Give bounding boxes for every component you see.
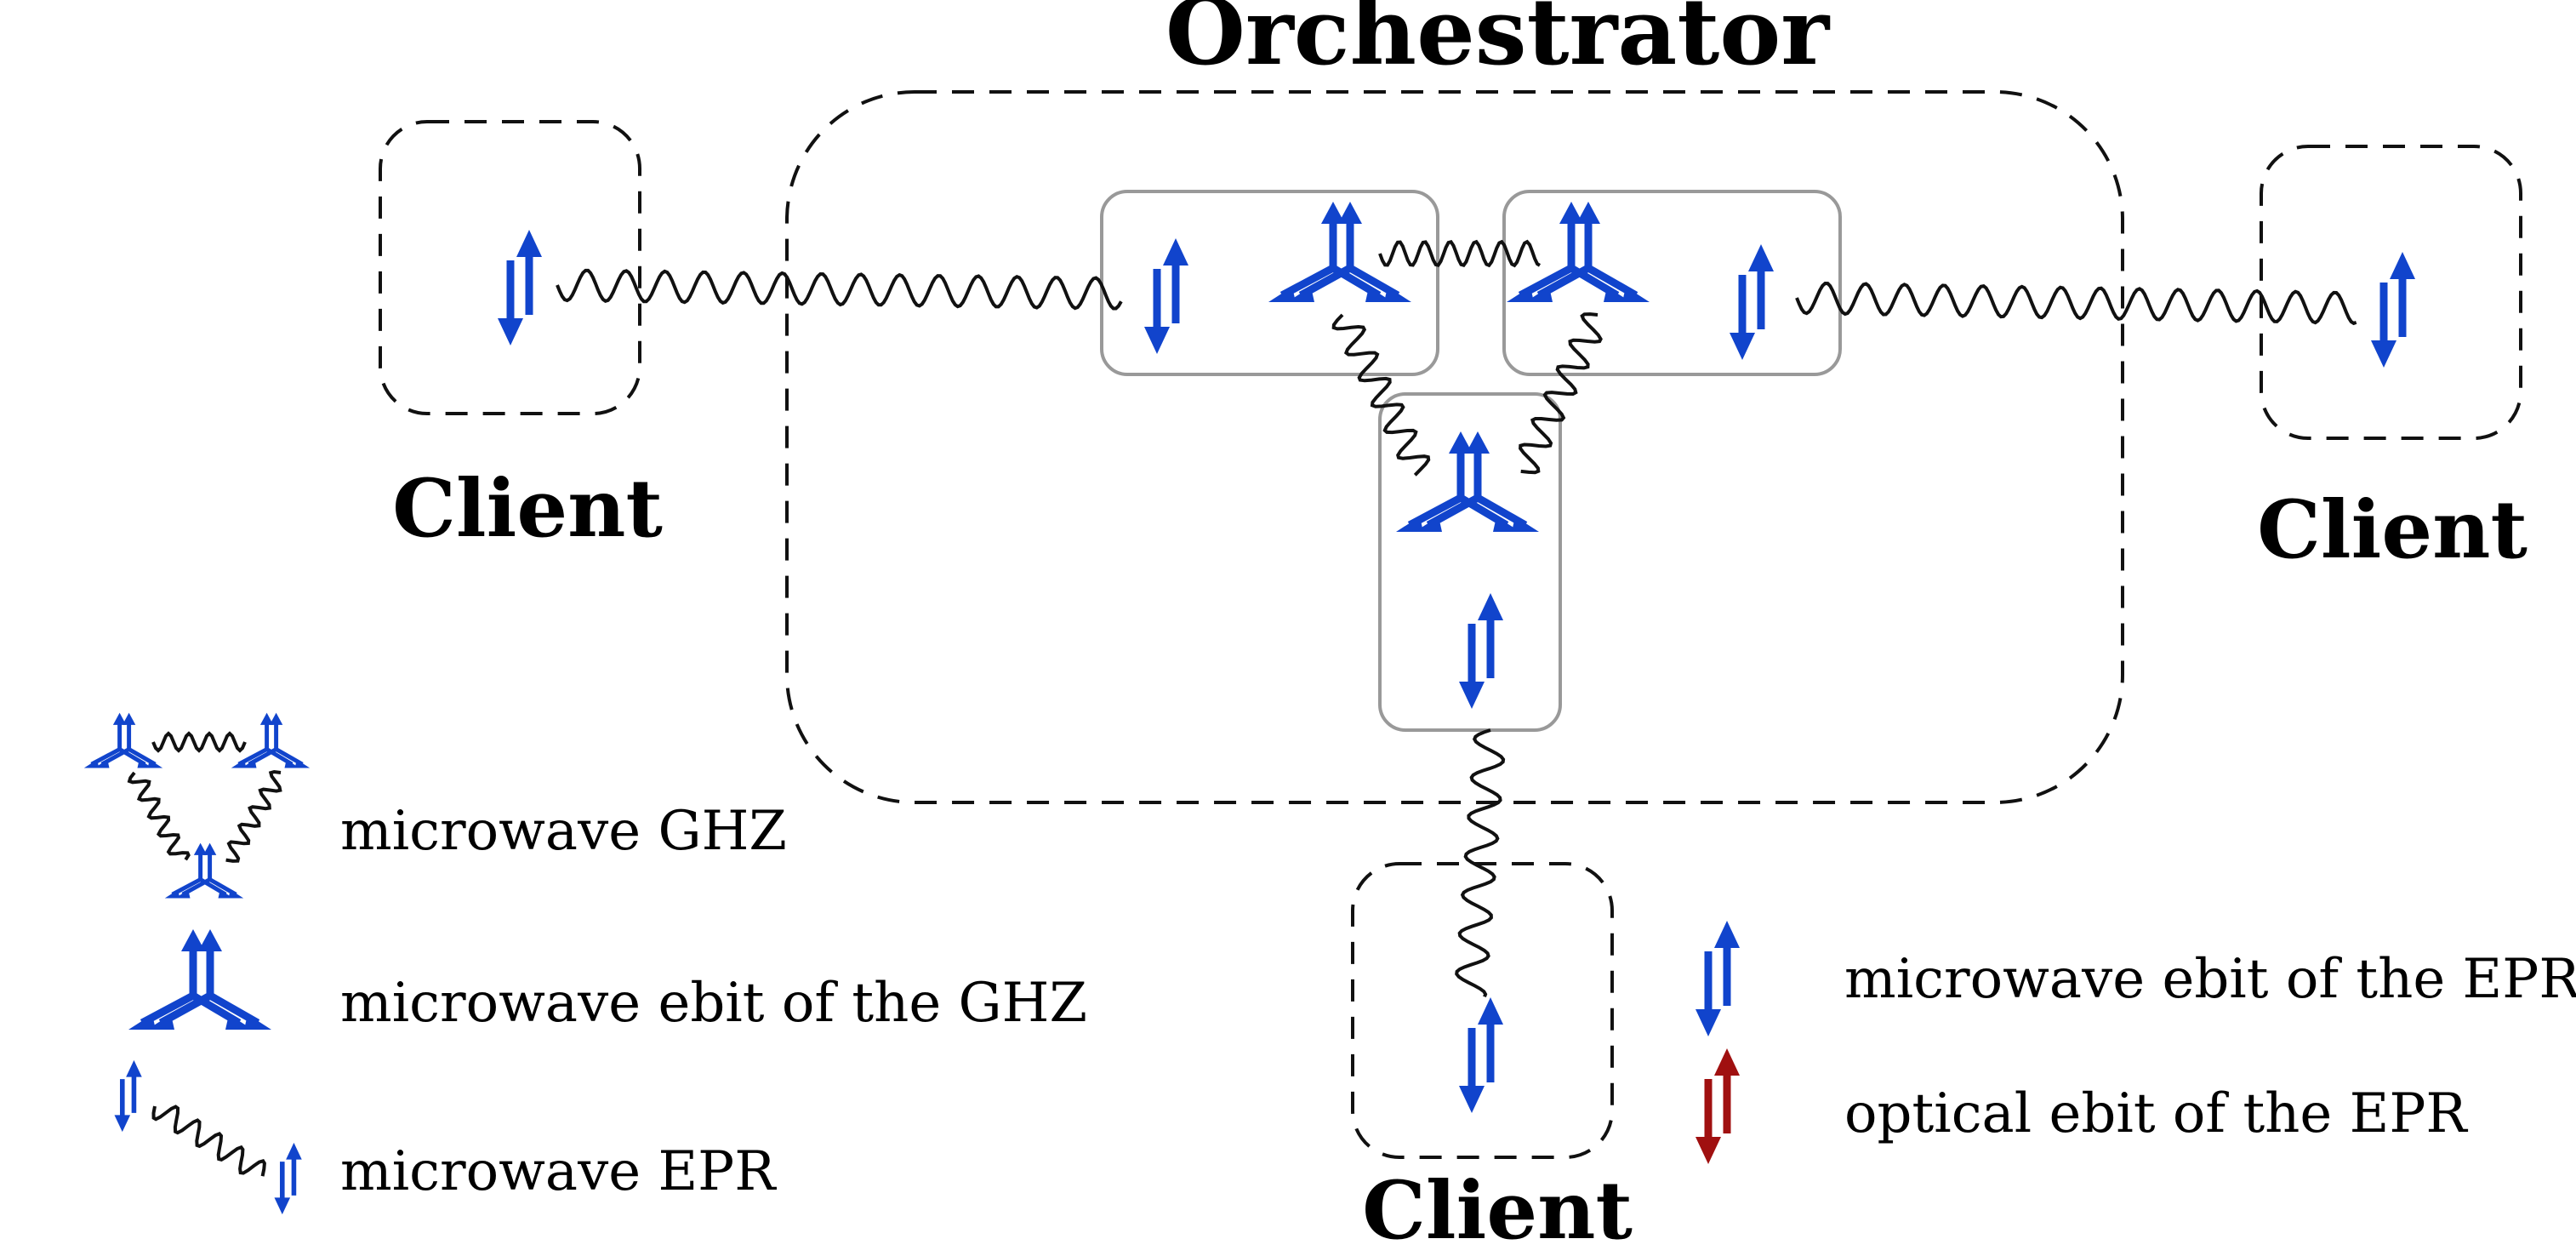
legend-epr-ebit-icon bbox=[1695, 921, 1740, 1036]
legend-ghz-star-top-right bbox=[231, 713, 310, 768]
link-ghz-left-bottom bbox=[1331, 313, 1431, 477]
legend-link-epr bbox=[151, 1105, 266, 1177]
epr-ebit-icon-node-bottom bbox=[1459, 593, 1503, 709]
legend-epr-pair-right-icon bbox=[275, 1143, 302, 1214]
legend-epr-pair-left-icon bbox=[115, 1060, 142, 1132]
epr-ebit-icon-client-bottom bbox=[1459, 997, 1503, 1113]
legend-link-ghz-left bbox=[127, 771, 191, 861]
client-region-left bbox=[379, 120, 641, 415]
link-ghz-top bbox=[1378, 239, 1542, 268]
legend-ghz-label: microwave GHZ bbox=[340, 800, 787, 863]
client-label-right: Client bbox=[2257, 483, 2528, 577]
client-region-right bbox=[2260, 145, 2522, 440]
orchestrator-title: Orchestrator bbox=[1165, 0, 1831, 86]
node-box-right bbox=[1502, 190, 1842, 376]
entanglement-links bbox=[127, 239, 2357, 1177]
legend-ghz-ebit-label: microwave ebit of the GHZ bbox=[340, 972, 1087, 1035]
legend-optical-ebit-icon bbox=[1695, 1048, 1740, 1164]
legend-optical-ebit-label: optical ebit of the EPR bbox=[1844, 1082, 2468, 1145]
epr-ebit-icon-client-left bbox=[498, 230, 542, 345]
epr-ebit-icon-client-right bbox=[2371, 252, 2415, 368]
legend-link-ghz-right bbox=[225, 769, 282, 863]
legend-link-ghz-top bbox=[151, 731, 247, 753]
client-region-bottom bbox=[1351, 862, 1614, 1159]
link-client-left bbox=[556, 268, 1123, 311]
orchestrator-region bbox=[785, 90, 2124, 804]
legend-epr-label: microwave EPR bbox=[340, 1140, 777, 1203]
client-label-left: Client bbox=[392, 462, 663, 556]
node-box-bottom bbox=[1378, 392, 1562, 732]
node-box-left bbox=[1100, 190, 1439, 376]
ghz-ebit-icon-node-right bbox=[1507, 202, 1650, 302]
link-client-bottom bbox=[1455, 728, 1506, 998]
legend-epr-ebit-label: microwave ebit of the EPR bbox=[1844, 948, 2576, 1011]
legend-ghz-star-top-left bbox=[84, 713, 162, 768]
ghz-ebit-icon-node-bottom bbox=[1396, 431, 1539, 532]
epr-ebit-icon-node-left bbox=[1144, 238, 1188, 354]
link-client-right bbox=[1795, 281, 2357, 326]
link-ghz-right-bottom bbox=[1519, 312, 1603, 475]
client-label-bottom: Client bbox=[1362, 1164, 1633, 1256]
legend-ghz-ebit-icon bbox=[128, 929, 271, 1030]
epr-ebit-icon-node-right bbox=[1730, 244, 1774, 360]
ghz-ebit-icon-node-left bbox=[1268, 202, 1411, 302]
